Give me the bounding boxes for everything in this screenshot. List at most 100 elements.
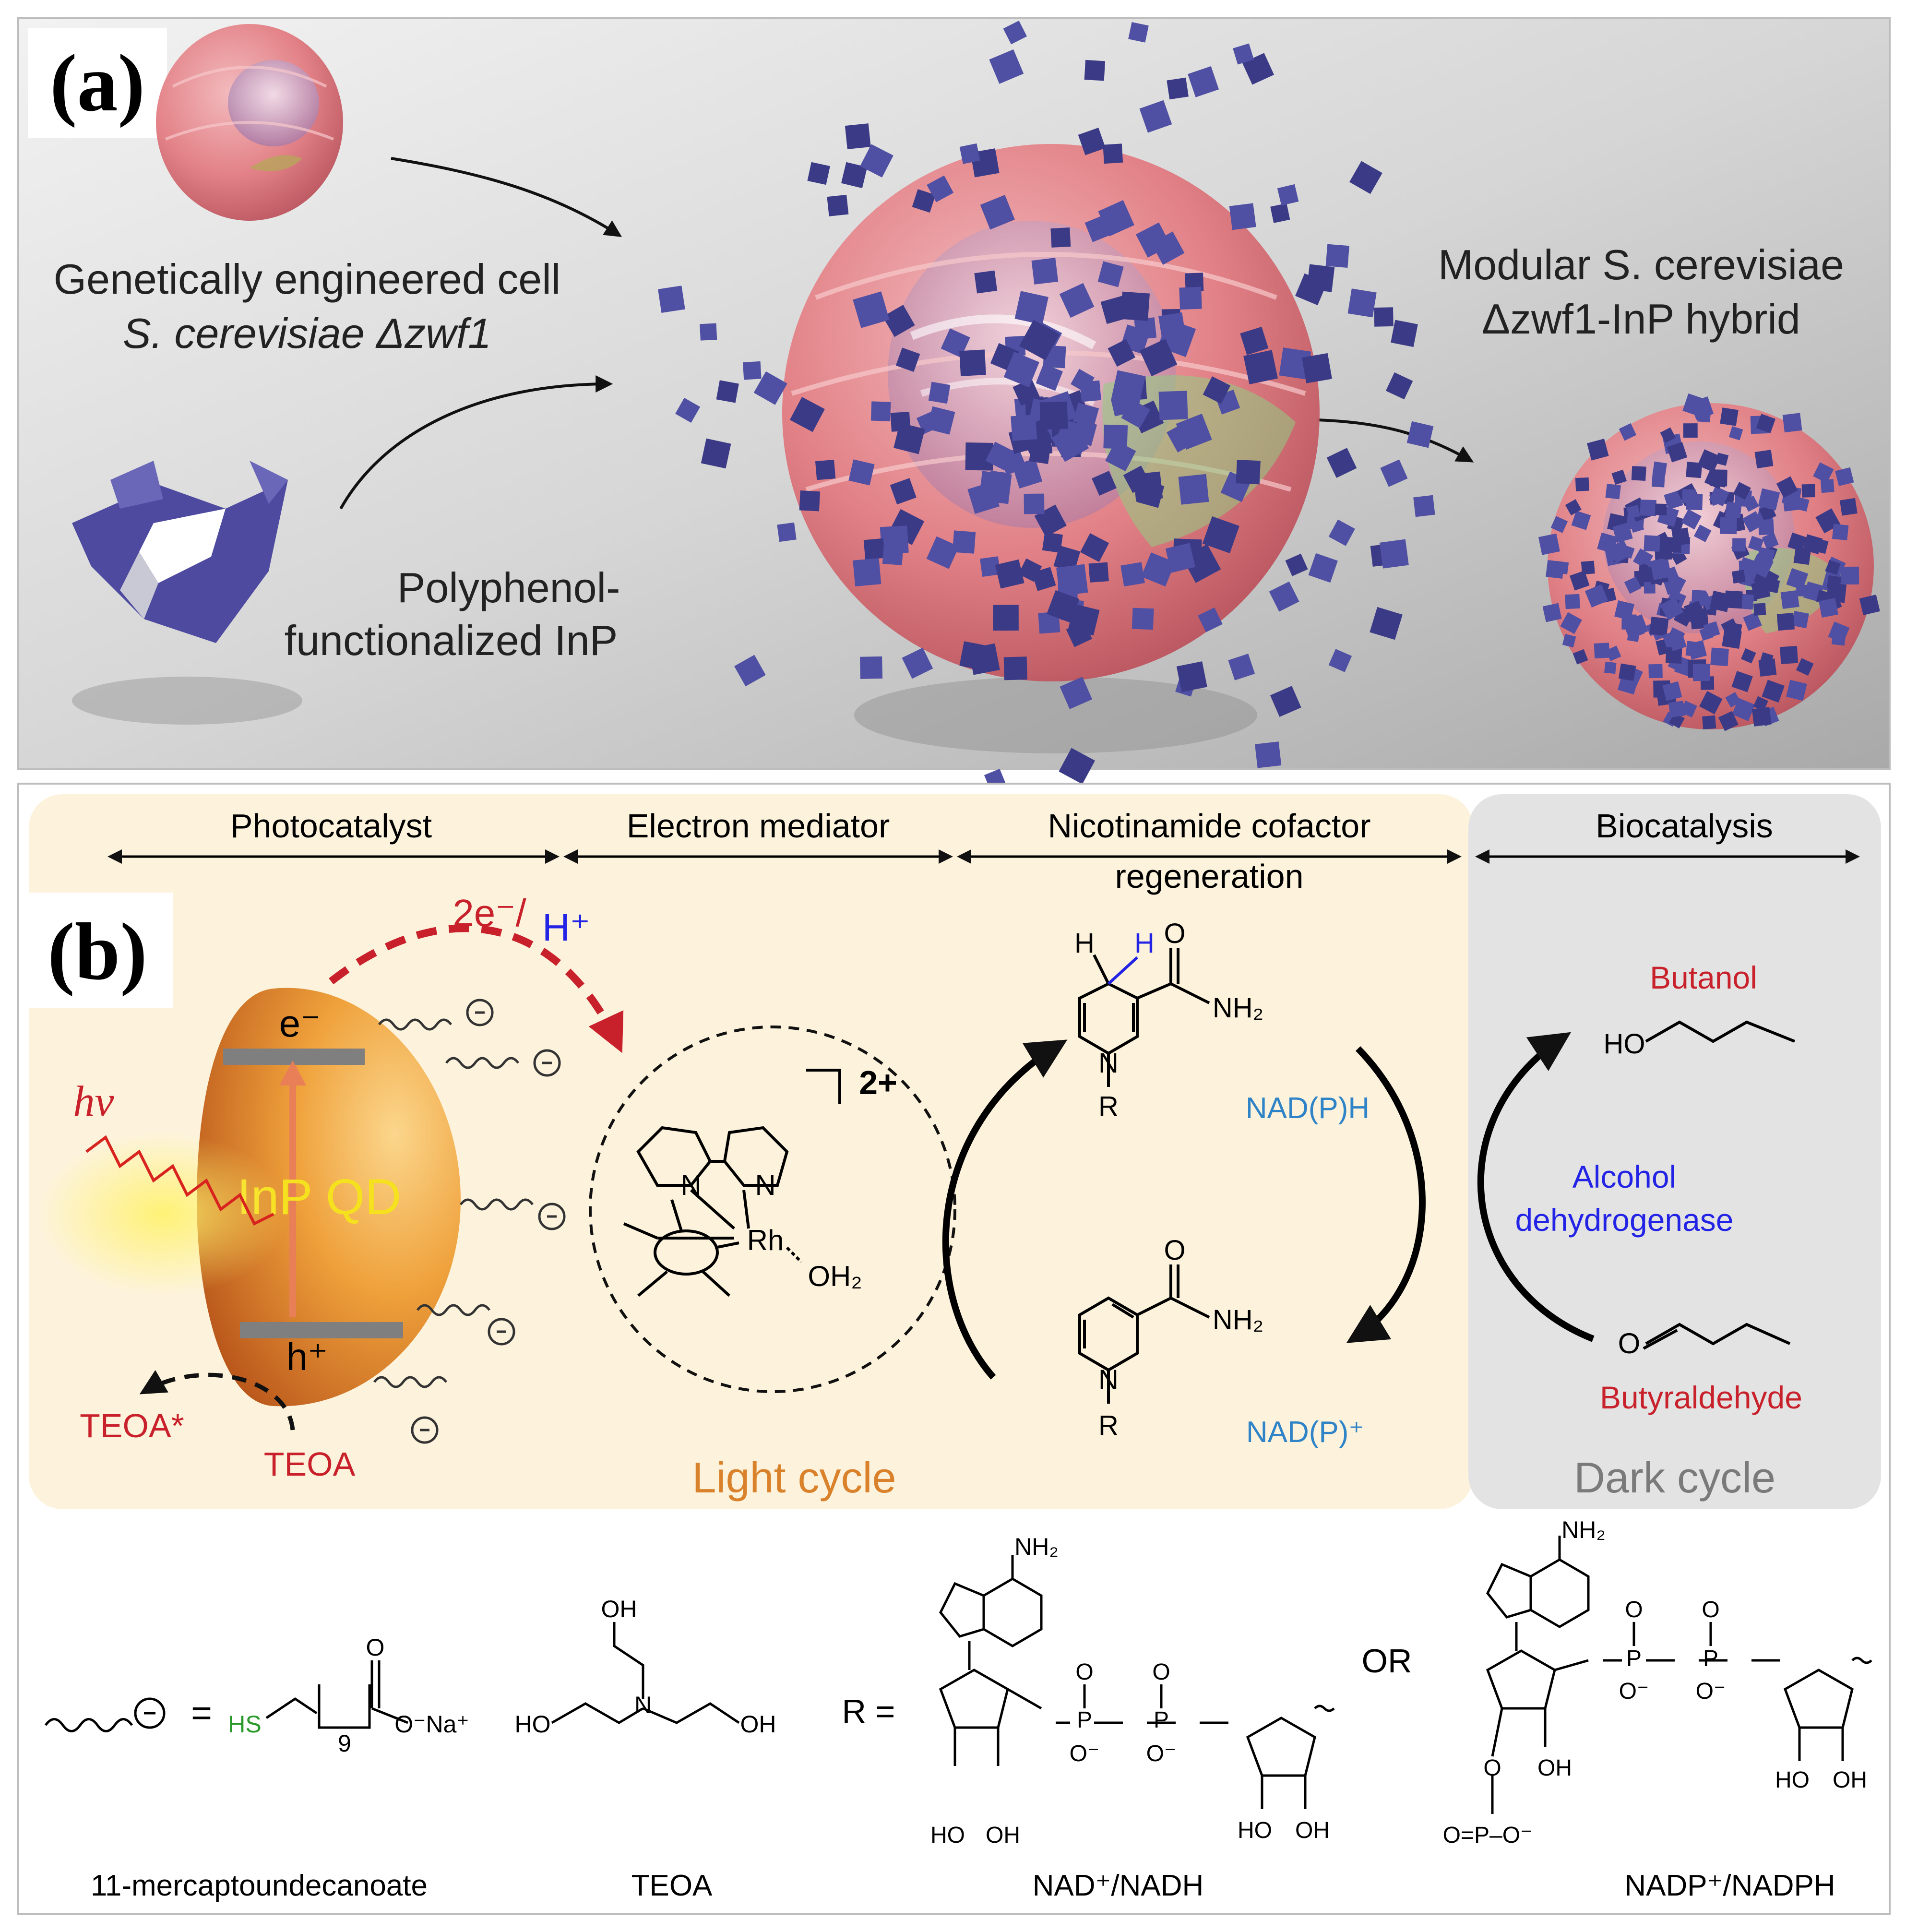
nadp-o-atom: O [1164, 1235, 1185, 1266]
final-hybrid-illustration [1538, 393, 1880, 731]
inp-nanocube [1690, 396, 1714, 420]
nadp-structure [1486, 1536, 1872, 1814]
panel-b-label-box [29, 893, 173, 1008]
inp-nanocube [1135, 222, 1171, 258]
inp-nanocube [1681, 509, 1702, 530]
inp-nanocube [959, 349, 986, 377]
inp-nanocube [1704, 467, 1727, 489]
inp-quantum-dot [197, 988, 461, 1407]
inp-nanocube [928, 382, 951, 404]
inp-nanocube [1776, 476, 1798, 498]
nad-ho-1: HO [930, 1823, 965, 1848]
inp-nanocube [1819, 598, 1838, 618]
inp-nanocube [1758, 488, 1780, 511]
inp-nanocube [985, 441, 1014, 471]
inp-nanocube [1370, 607, 1403, 640]
inp-nanocube [1692, 664, 1711, 681]
inp-nanocube [1753, 603, 1766, 616]
inp-nanocube [1702, 715, 1716, 730]
inp-nanocube [902, 647, 933, 679]
inp-nanocube [1571, 511, 1591, 530]
inp-nanocube [1562, 633, 1576, 648]
inp-nanocube [1036, 364, 1063, 391]
inp-nanocube [1108, 339, 1136, 367]
inp-nanocube [1279, 347, 1311, 380]
nadp-n-atom: N [1098, 1364, 1119, 1395]
inp-nanocube [1059, 283, 1095, 318]
inp-nanocube [1832, 524, 1849, 541]
nadp-name: NADP⁺/NADPH [1624, 1869, 1835, 1902]
valence-band [240, 1322, 403, 1338]
inp-nanocube [1710, 647, 1729, 667]
enzyme-line1: Alcohol [1572, 1159, 1676, 1194]
inp-nanocube [1056, 564, 1088, 596]
inp-nanocube [882, 305, 915, 337]
rh-n-atom-1: N [680, 1169, 701, 1201]
inp-nanocube [1051, 424, 1089, 462]
or-label: OR [1362, 1642, 1412, 1680]
nad-oh-1: OH [986, 1823, 1020, 1848]
inp-nanocube [1228, 654, 1255, 680]
inp-nanocube [1820, 479, 1835, 493]
teoa-ho-left: HO [515, 1711, 551, 1738]
inp-caption-line1: Polyphenol- [397, 564, 620, 611]
inp-nanocube [1569, 571, 1590, 591]
hybrid-caption-line2: Δzwf1-InP hybrid [1482, 295, 1800, 343]
nad-o-2: O [1152, 1659, 1170, 1685]
inp-nanocube [1270, 203, 1290, 223]
inp-nanocube [1756, 414, 1776, 433]
inp-nanocube [1685, 641, 1702, 657]
inp-nanocube [1565, 594, 1580, 609]
inp-nanocube [870, 401, 891, 421]
nadph-r-group: R [1098, 1091, 1119, 1122]
inp-nanocube [1662, 681, 1682, 701]
inp-nanocube [1655, 503, 1667, 515]
teoa-name: TEOA [631, 1869, 713, 1902]
inp-nanocube [1233, 43, 1254, 65]
inp-nanocube [1042, 532, 1063, 553]
legend-subscript-9: 9 [338, 1730, 351, 1757]
inp-nanocube [1179, 286, 1202, 310]
inp-nanocube [1110, 394, 1133, 417]
inp-nanocube [1050, 227, 1071, 248]
legend-hs: HS [228, 1711, 261, 1738]
biocatalysis-cycle-arrow [1477, 1032, 1595, 1342]
teoa-oh-right: OH [740, 1711, 776, 1738]
inp-nanocube [1841, 566, 1859, 584]
inp-nanocube [1664, 490, 1683, 510]
inp-nanocube [700, 323, 717, 341]
inp-nanocube [1229, 203, 1256, 230]
inp-nanocube [1385, 372, 1413, 400]
inp-nanocube [1825, 560, 1841, 575]
inp-nanocube [1038, 611, 1060, 634]
inp-nanocube [1754, 450, 1774, 469]
inp-nanocube [1680, 701, 1697, 718]
inp-nanocube [1078, 128, 1106, 155]
inp-nanocube [1608, 540, 1632, 563]
inp-nanocube [1068, 604, 1100, 636]
inp-cluster-illustration [72, 461, 302, 725]
panel-a-label: (a) [50, 38, 145, 128]
conduction-band [223, 1049, 365, 1065]
butanol-label: Butanol [1650, 960, 1757, 995]
inp-nanocube [1080, 380, 1101, 402]
inp-nanocube [1277, 184, 1299, 206]
inp-nanocube [1039, 401, 1068, 430]
nadp-plus-label: NAD(P)⁺ [1246, 1416, 1364, 1449]
inp-nanocube [1158, 312, 1186, 340]
inp-nanocube [1059, 748, 1095, 785]
nadp-nh2: NH₂ [1213, 1304, 1263, 1336]
nadp-o-1: O [1625, 1597, 1643, 1622]
inp-nanocube [1097, 261, 1124, 287]
inp-nanocube [1236, 460, 1261, 485]
teoa-oxidized-label: TEOA* [80, 1407, 184, 1444]
inp-nanocube [1801, 484, 1815, 498]
inp-nanocube [1762, 680, 1785, 703]
inp-nanocube [952, 530, 976, 554]
inp-nanocube [1660, 427, 1676, 443]
electron-transfer-label: 2e⁻/ [453, 892, 526, 934]
inp-nanocube [1683, 423, 1698, 438]
inp-nanocube [1709, 491, 1724, 506]
inp-nanocube [1032, 567, 1056, 591]
